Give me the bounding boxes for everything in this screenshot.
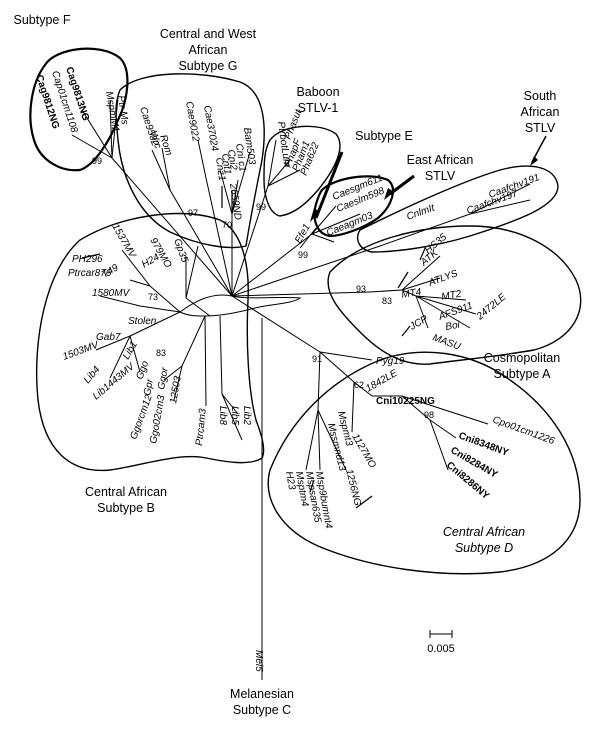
label-subtype-b-1: Central African	[85, 485, 167, 499]
subtype-g-outline	[115, 73, 265, 249]
leaf-ggor: Ggor	[156, 366, 171, 390]
leaf-bam503: Bam503	[241, 127, 257, 166]
leaf-lib5: Lib5	[229, 406, 240, 425]
label-cosmopolitan-1: Cosmopolitan	[484, 351, 560, 365]
leaf-efe1: Efe1	[293, 222, 313, 245]
bootstrap-99c: 99	[298, 250, 308, 260]
leaf-1537mv: 1537MV	[109, 222, 138, 261]
label-subtype-b-2: Subtype B	[97, 501, 155, 515]
leaf-1503mv: 1503MV	[61, 339, 101, 363]
bootstrap-93: 93	[356, 284, 366, 294]
bootstrap-98: 98	[424, 410, 434, 420]
bootstrap-73: 73	[148, 292, 158, 302]
bootstrap-83b: 83	[156, 348, 166, 358]
leaf-1580mv: 1580MV	[92, 288, 131, 299]
bootstrap-83: 83	[382, 296, 392, 306]
leaf-lib8: Lib8	[217, 406, 228, 425]
label-subtype-c-2: Subtype C	[233, 703, 291, 717]
leaf-masu: MASU	[431, 332, 463, 352]
leaf-cnt1: Cnt1	[219, 153, 233, 175]
leaf-mel5: Mel5	[253, 650, 264, 672]
bootstrap-62: 62	[354, 380, 364, 390]
leaf-cae37024: Cae37024	[201, 105, 220, 153]
leaf-mt4: MT4	[401, 287, 423, 301]
label-east-african-1: East African	[407, 153, 474, 167]
bootstrap-91: 91	[312, 354, 322, 364]
group-labels: Subtype F Central and West African Subty…	[14, 13, 561, 717]
leaf-gab7: Gab7	[96, 332, 121, 343]
leaf-1256ng: 1256NG	[343, 468, 363, 507]
leaf-boi: Boi	[445, 319, 462, 332]
label-subtype-f: Subtype F	[14, 13, 71, 27]
leaf-lib2: Lib2	[241, 406, 252, 425]
label-south-african-3: STLV	[525, 121, 556, 135]
leaf-wrc: Wrc	[147, 130, 163, 150]
bootstrap-values: 99 97 70 99 99 93 83 91 62 98 73 83	[92, 156, 434, 420]
leaf-1842le: 1842LE	[364, 368, 400, 395]
label-baboon-2: STLV-1	[298, 101, 339, 115]
leaf-h23: H23	[283, 471, 297, 491]
subtype-f-outline	[29, 47, 129, 172]
scale-bar-label: 0.005	[427, 643, 455, 655]
leaf-ptems: Ptr-Ms	[115, 95, 130, 126]
label-subtype-d-2: Subtype D	[455, 541, 513, 555]
baboon-outline	[263, 125, 341, 217]
leaf-atlys: ATLYS	[426, 268, 459, 289]
leaf-cae9022: Cae9022	[183, 101, 201, 143]
leaf-cni2: Cni2	[225, 149, 239, 171]
east-african-outline	[313, 175, 395, 238]
leaf-pyg19: Pyg19	[376, 356, 405, 367]
leaf-jcp: JCP	[407, 313, 430, 333]
label-subtype-e: Subtype E	[355, 129, 413, 143]
bootstrap-70: 70	[222, 220, 232, 230]
leaf-lib1: Lib1	[121, 340, 140, 362]
label-subtype-g-1: Central and West	[160, 27, 257, 41]
label-cosmopolitan-2: Subtype A	[494, 367, 552, 381]
label-south-african-1: South	[524, 89, 557, 103]
leaf-lib4: Lib4	[82, 364, 103, 386]
south-african-outline	[356, 165, 559, 253]
leaf-cnic1: Cni c1	[233, 143, 248, 173]
label-baboon-1: Baboon	[296, 85, 339, 99]
scale-bar: 0.005	[427, 630, 455, 655]
label-subtype-g-3: Subtype G	[178, 59, 237, 73]
leaf-cpo01cm1226: Cpo01cm1226	[491, 414, 556, 447]
leaf-ptrcar876: Ptrcar876	[68, 268, 112, 279]
leaf-2659nd: 2659ND	[227, 182, 243, 221]
label-subtype-c-1: Melanesian	[230, 687, 294, 701]
branches	[71, 97, 531, 680]
leaf-2472le: 2472LE	[474, 291, 509, 322]
bootstrap-99a: 99	[92, 156, 102, 166]
annotation-arrows	[81, 135, 547, 509]
cosmopolitan-outline	[327, 225, 582, 365]
label-subtype-d-1: Central African	[443, 525, 525, 539]
leaf-gp35: Gp35	[171, 237, 190, 264]
label-south-african-2: African	[521, 105, 560, 119]
leaf-cni10225ng: Cni10225NG	[376, 396, 435, 407]
leaf-gpr: Gpr	[142, 378, 156, 397]
leaf-cnz1: Cnz1	[213, 157, 227, 182]
label-subtype-g-2: African	[189, 43, 228, 57]
bootstrap-99b: 99	[256, 202, 266, 212]
bootstrap-97: 97	[188, 208, 198, 218]
leaf-lib1443mv: Lib1443MV	[91, 360, 138, 402]
leaf-ph296: PH296	[72, 254, 103, 265]
leaf-12503: 12503	[168, 375, 184, 405]
leaf-mt2: MT2	[441, 289, 463, 303]
leaf-stolen: Stolen	[128, 316, 157, 327]
label-east-african-2: STLV	[425, 169, 456, 183]
leaf-ptrcam3: Ptrcam3	[194, 408, 209, 447]
subtype-d-outline	[267, 351, 581, 575]
